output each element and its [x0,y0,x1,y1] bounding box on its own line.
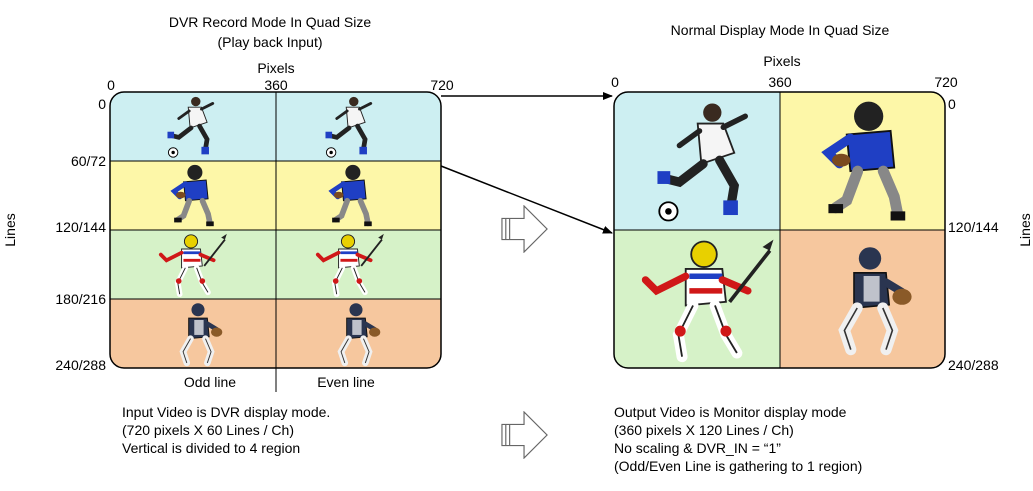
left-y-tick-120: 120/144 [55,219,106,235]
right-caption-line-2: (360 pixels X 120 Lines / Ch) [614,422,794,438]
left-caption-line-1: Input Video is DVR display mode. [122,404,331,420]
left-x-tick-720: 720 [430,77,454,93]
left-even-line-label: Even line [317,374,375,390]
left-caption-line-3: Vertical is divided to 4 region [122,440,301,456]
left-subtitle: (Play back Input) [217,34,323,50]
right-x-tick-0: 0 [611,74,619,90]
right-pixels-label: Pixels [763,53,801,69]
left-y-tick-180: 180/216 [55,291,106,307]
right-frame [613,91,946,369]
left-pixels-label: Pixels [257,60,295,76]
right-y-tick-240: 240/288 [948,357,999,373]
left-y-tick-0: 0 [98,96,106,112]
right-y-axis-label: Lines [1017,213,1033,247]
left-x-tick-360: 360 [264,77,288,93]
left-x-tick-0: 0 [107,77,115,93]
right-x-tick-720: 720 [934,74,958,90]
right-quadrant-tl [614,92,780,230]
left-y-axis-label: Lines [2,213,18,247]
left-y-tick-60: 60/72 [70,153,106,169]
left-odd-line-label: Odd line [183,374,237,390]
arrow-diagonal [440,165,613,234]
right-title: Normal Display Mode In Quad Size [670,22,890,38]
mode-transition-arrow-lower [501,411,548,459]
right-caption-line-1: Output Video is Monitor display mode [614,404,847,420]
right-x-tick-360: 360 [768,74,792,90]
right-caption-line-3: No scaling & DVR_IN = “1” [614,440,781,456]
right-caption-line-4: (Odd/Even Line is gathering to 1 region) [614,458,863,474]
left-title: DVR Record Mode In Quad Size [168,14,372,30]
right-y-tick-120: 120/144 [948,219,999,235]
mode-transition-arrow-upper [501,205,548,253]
right-y-tick-0: 0 [948,96,956,112]
left-caption-line-2: (720 pixels X 60 Lines / Ch) [122,422,294,438]
left-y-tick-240: 240/288 [55,357,106,373]
